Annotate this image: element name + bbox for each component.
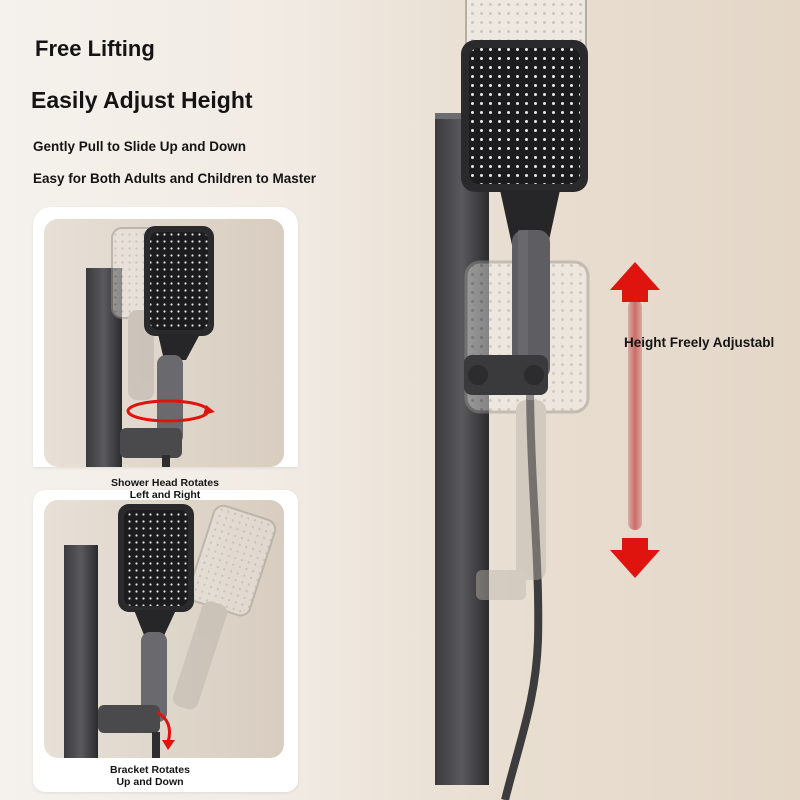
subtitle-easy-for-both: Easy for Both Adults and Children to Mas… bbox=[33, 171, 317, 186]
slide-rail bbox=[435, 113, 489, 785]
inset1-illustration bbox=[86, 226, 215, 467]
title-easily-adjust-height: Easily Adjust Height bbox=[31, 87, 253, 113]
hose bbox=[501, 379, 543, 800]
height-adjust-arrow bbox=[610, 262, 660, 578]
caption-bracket-rotates-line1: Bracket Rotates bbox=[110, 764, 190, 776]
caption-head-rotates: Shower Head Rotates Left and Right bbox=[60, 477, 270, 501]
main-shower-assembly bbox=[435, 0, 590, 800]
caption-bracket-rotates-line2: Up and Down bbox=[116, 776, 184, 788]
subtitle-gently-pull: Gently Pull to Slide Up and Down bbox=[33, 139, 247, 154]
title-free-lifting: Free Lifting bbox=[35, 36, 155, 61]
arrow-up-head bbox=[610, 262, 660, 302]
caption-bracket-rotates: Bracket Rotates Up and Down bbox=[60, 764, 240, 788]
inset2-illustration bbox=[64, 504, 277, 758]
label-height-freely-adjustable: Height Freely Adjustabl bbox=[624, 335, 775, 350]
arrow-down-head bbox=[610, 538, 660, 578]
caption-head-rotates-line2: Left and Right bbox=[129, 489, 201, 501]
main-bracket bbox=[464, 355, 548, 395]
caption-head-rotates-line1: Shower Head Rotates bbox=[111, 477, 219, 489]
